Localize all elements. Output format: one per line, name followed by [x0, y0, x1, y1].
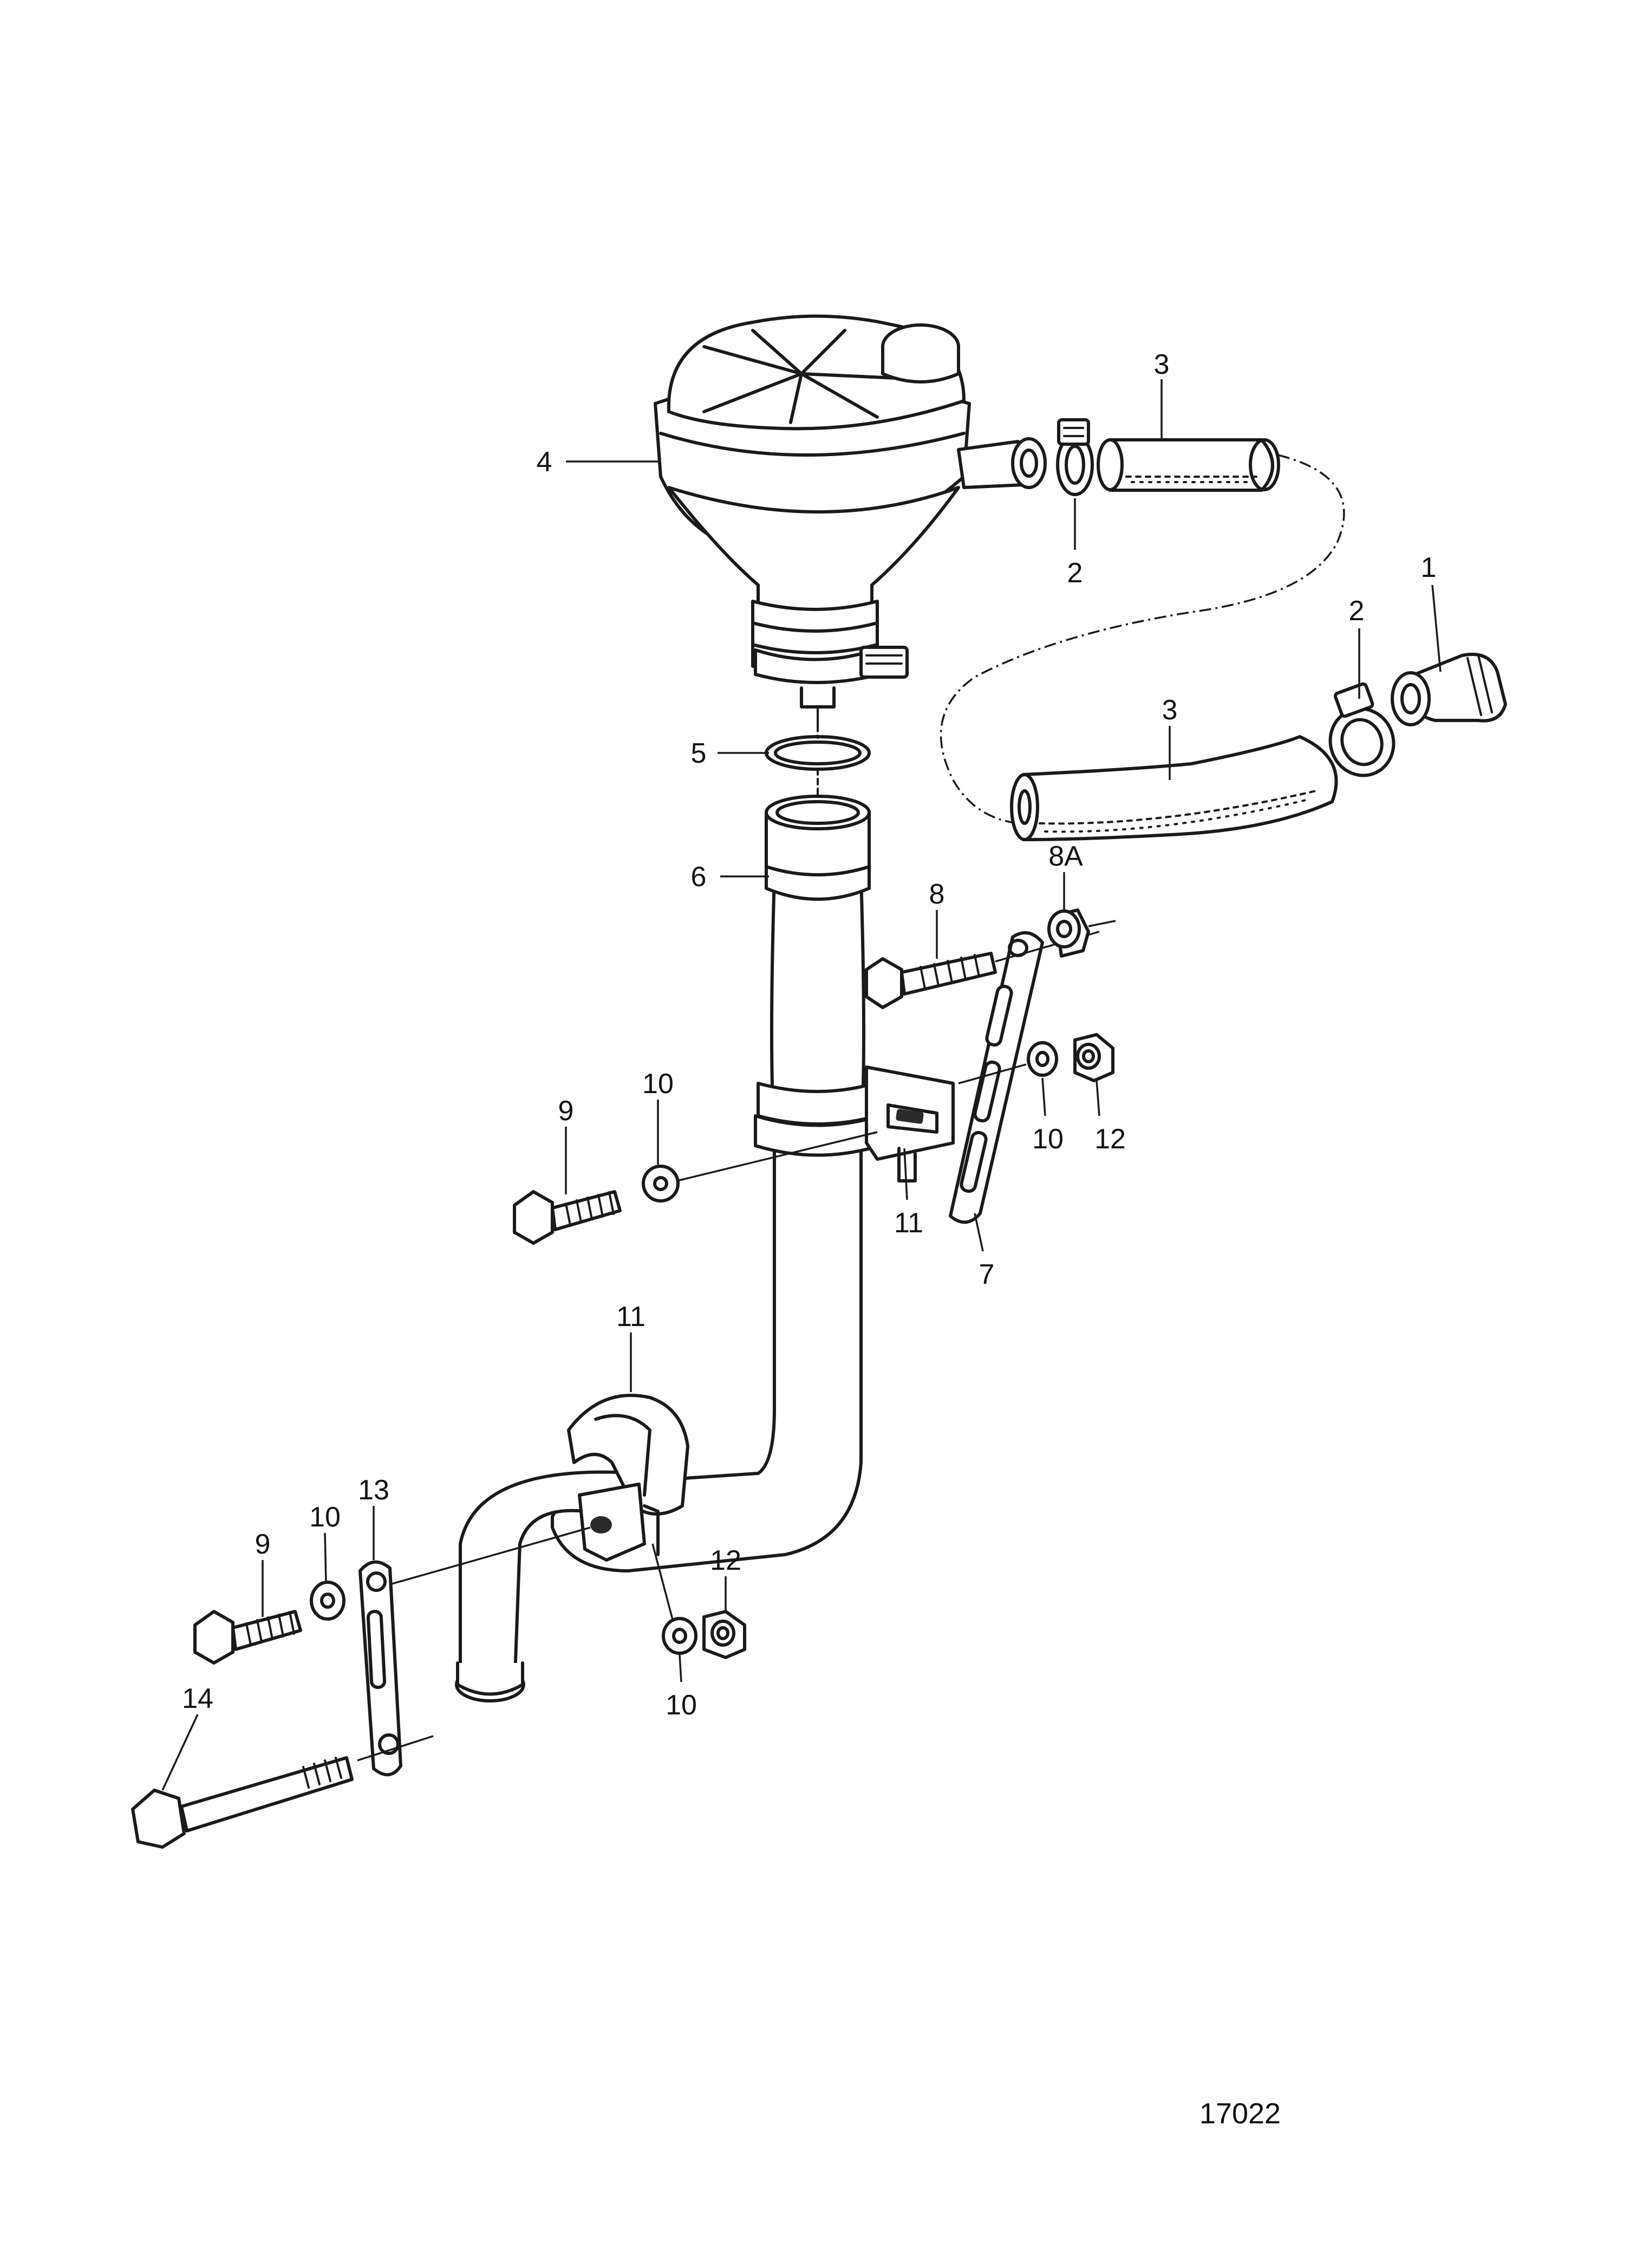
part-2-hose-clamp-upper — [1056, 418, 1094, 496]
part-12-nut-lower — [702, 1610, 746, 1659]
part-8a-spacer — [1047, 908, 1116, 958]
part-11-pipe-clamp-lower — [567, 1394, 689, 1562]
callout-labels: 1 2 2 3 3 4 5 6 7 8 8A 9 9 10 10 10 10 1… — [182, 349, 1436, 1721]
callout-1: 1 — [1421, 552, 1437, 583]
hose-routing-line — [940, 454, 1345, 824]
part-14-long-bolt — [131, 1735, 434, 1849]
part-9-bolt-upper — [513, 1190, 622, 1245]
callout-8: 8 — [929, 879, 945, 910]
part-3-hose-lower — [1010, 735, 1338, 841]
part-1-elbow-connector — [1391, 653, 1507, 726]
callout-10-upper-right: 10 — [1032, 1123, 1064, 1155]
part-2-hose-clamp-lower — [1328, 682, 1396, 777]
callout-10-lower-left: 10 — [309, 1502, 341, 1533]
callout-2-upper: 2 — [1067, 557, 1083, 589]
part-11-pipe-clamp-upper — [754, 1065, 955, 1182]
callout-11-lower: 11 — [616, 1301, 646, 1333]
part-13-stay-bracket — [358, 1560, 402, 1777]
part-10-washer-upper-left — [642, 1165, 680, 1203]
callout-7: 7 — [979, 1259, 995, 1290]
callout-4: 4 — [537, 446, 552, 478]
part-8-bolt — [865, 931, 1100, 1009]
part-10-washer-lower-left — [310, 1581, 345, 1621]
part-6-filler-pipe — [455, 795, 871, 1702]
callout-12-lower: 12 — [710, 1545, 741, 1576]
callout-9-lower: 9 — [255, 1529, 271, 1560]
callout-14: 14 — [182, 1683, 213, 1714]
part-12-nut-upper — [1073, 1033, 1114, 1082]
callout-10-lower-right: 10 — [666, 1689, 697, 1721]
callout-3-upper: 3 — [1154, 349, 1170, 380]
callout-8a: 8A — [1048, 841, 1083, 872]
part-10-washer-lower-right — [662, 1617, 697, 1655]
callout-12-upper: 12 — [1094, 1123, 1126, 1155]
callout-6: 6 — [691, 861, 707, 893]
figure-number: 17022 — [1199, 2097, 1281, 2130]
part-7-stay-bracket — [949, 931, 1044, 1224]
part-10-washer-upper-right — [1027, 1041, 1058, 1077]
part-4-oil-filler-funnel — [654, 314, 1047, 727]
part-3-hose-upper — [1097, 438, 1280, 492]
callout-5: 5 — [691, 738, 707, 769]
part-5-o-ring — [765, 725, 871, 803]
callout-leaders — [161, 379, 1442, 1791]
callout-9-upper: 9 — [558, 1095, 574, 1127]
part-9-bolt-lower — [193, 1610, 302, 1665]
callout-13: 13 — [358, 1474, 389, 1506]
callout-2-lower: 2 — [1349, 595, 1365, 627]
callout-11-upper: 11 — [894, 1207, 923, 1239]
callout-3-lower: 3 — [1162, 694, 1178, 726]
callout-10-upper-left: 10 — [642, 1068, 674, 1100]
